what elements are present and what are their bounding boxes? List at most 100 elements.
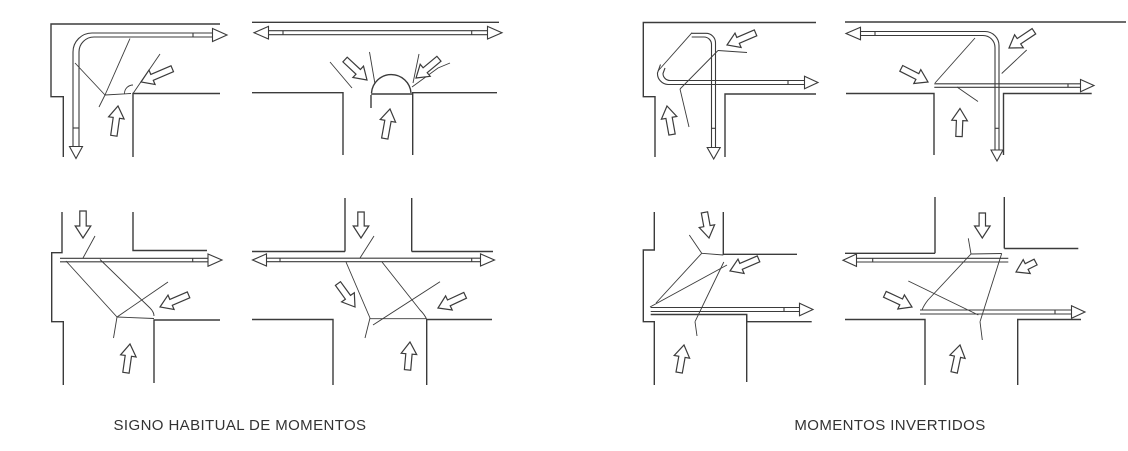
rebar-line [691,36,713,148]
moment-arrow-icon [898,64,929,85]
moment-arrow-icon [342,56,368,81]
crack-line [345,261,371,319]
rebar-arrowhead-icon [211,27,229,43]
concrete-outline [426,318,492,385]
rebar-arrowhead-icon [841,253,858,268]
crack-line [679,50,719,90]
rebar-arrowhead-icon [706,146,722,161]
concrete-outline [845,197,936,254]
moment-arrow-icon [436,291,468,311]
crack-line [359,235,375,259]
crack-line [701,252,724,256]
concrete-outline [132,212,207,252]
crack-line [98,94,106,108]
rebar-arrowhead-icon [207,253,224,268]
rebar-arrowhead-icon [251,253,268,267]
crack-line [104,38,131,96]
rebar-arrowhead-icon [803,75,820,90]
concrete-outline [650,313,812,323]
rebar-arrowhead-icon [1079,78,1096,93]
moment-arrow-icon [882,290,914,310]
moment-arrow-icon [74,210,92,240]
crack-line [1001,49,1028,74]
rebar-arrowhead-icon [479,253,496,267]
caption-inverted-moments: MOMENTOS INVERTIDOS [794,417,986,434]
moment-arrow-icon [673,343,691,374]
crack-line [116,281,169,318]
interior-joint-usual-moments [251,198,496,385]
crack-line [381,261,428,320]
crack-line [74,62,106,96]
rebar-line [691,32,717,148]
crack-line [655,252,703,304]
moment-arrow-icon [334,280,356,308]
crack-line [329,61,353,89]
corner-joint-inverted-moments [642,21,820,161]
crack-line [104,93,132,96]
rebar-line [860,34,996,151]
corner-joint-usual-moments [50,23,229,160]
crack-line [956,86,979,102]
rebar-arrowhead-icon [990,149,1004,163]
moment-arrow-icon [973,212,992,240]
crack-line [921,253,972,311]
concrete-outline [132,92,220,157]
moment-arrow-icon [415,55,442,79]
concrete-outline [252,318,334,385]
tee-joint-inverted-moments [844,21,1126,163]
moment-arrow-icon [948,343,967,374]
knee-joint-inverted-moments [642,211,815,385]
concrete-outline [722,212,797,255]
concrete-outline [845,318,926,385]
crack-line [364,317,371,339]
moment-arrow-icon [119,342,138,374]
crack-line [369,51,376,85]
concrete-outline [1002,92,1092,155]
tee-joint-usual-moments [252,21,504,155]
concrete-outline [642,212,655,385]
knee-joint-usual-moments [51,210,224,385]
concrete-outline [252,198,346,253]
moment-arrow-icon [950,107,969,138]
concrete-outline [724,93,816,157]
crack-line [679,88,690,128]
moment-arrow-icon [352,211,370,240]
crack-line [116,316,155,319]
concrete-outline [411,198,493,253]
crack-line [688,234,703,254]
concrete-outline [153,319,220,383]
concrete-outline [252,92,344,155]
crack-line [967,238,972,255]
moment-arrow-icon [379,107,397,140]
moment-arrow-icon [660,104,678,136]
rebar-arrowhead-icon [252,25,270,40]
crack-line [411,62,451,88]
concrete-outline [370,73,412,94]
concrete-outline [1017,318,1081,385]
crack-line [934,37,976,84]
crack-line [694,321,698,337]
crack-line [717,50,748,53]
moment-arrow-icon [725,29,758,49]
crack-line [657,32,693,72]
crack-line [372,281,441,326]
crack-line [649,264,728,308]
crack-line [979,321,983,341]
crack-line [694,261,725,322]
crack-line [65,260,118,318]
crack-line [412,53,420,84]
concrete-outline [1003,197,1079,250]
caption-usual-moments: SIGNO HABITUAL DE MOMENTOS [113,417,367,434]
moment-arrow-icon [400,340,418,371]
concrete-outline [51,212,64,385]
rebar-line [662,67,805,82]
rebar-arrowhead-icon [68,145,84,160]
rebar-line [656,64,805,86]
crack-line [979,253,1003,322]
crack-line [82,235,96,259]
concrete-outline [412,92,497,155]
moment-arrow-icon [1008,27,1037,49]
crack-line [124,84,134,94]
